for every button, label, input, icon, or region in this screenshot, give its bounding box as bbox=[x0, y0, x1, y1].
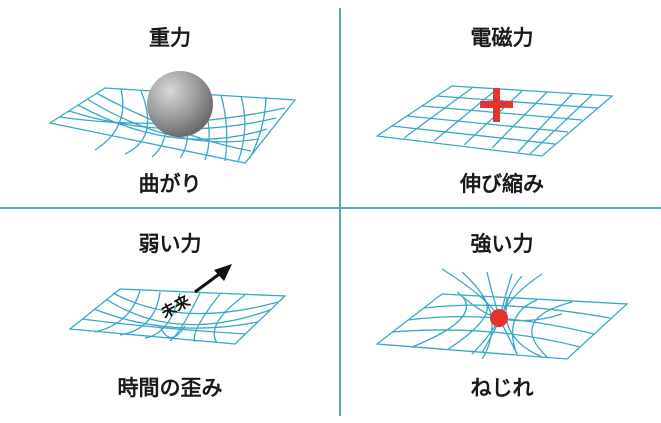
caption-weak-force: 時間の歪み bbox=[117, 376, 223, 400]
panel-electromagnetism: 電磁力 伸び縮み bbox=[342, 8, 661, 208]
caption-gravity: 曲がり bbox=[138, 172, 202, 196]
funnel-grid bbox=[68, 288, 287, 345]
panel-gravity: 重力 曲がり bbox=[10, 8, 330, 208]
particle-dot bbox=[490, 309, 508, 327]
caption-strong-force: ねじれ bbox=[470, 376, 534, 400]
mass-sphere bbox=[147, 71, 213, 137]
vertical-divider bbox=[339, 8, 341, 416]
gravity-illustration bbox=[48, 71, 297, 164]
strong-force-illustration bbox=[375, 268, 629, 360]
panel-strong-force: 強い力 ねじれ bbox=[342, 214, 661, 414]
caption-electromagnetism: 伸び縮み bbox=[460, 172, 544, 196]
horizontal-divider bbox=[0, 207, 661, 209]
title-gravity: 重力 bbox=[149, 26, 191, 50]
title-strong-force: 強い力 bbox=[470, 232, 534, 256]
weak-force-illustration: 未来 bbox=[68, 264, 287, 345]
future-arrow bbox=[194, 264, 232, 294]
electromagnetism-illustration bbox=[375, 85, 614, 157]
title-electromagnetism: 電磁力 bbox=[470, 26, 534, 50]
warped-grid bbox=[48, 87, 297, 164]
panel-weak-force: 未来 弱い力 時間の歪み bbox=[10, 214, 330, 414]
title-weak-force: 弱い力 bbox=[138, 232, 202, 256]
stretched-grid bbox=[375, 85, 614, 157]
arrow-label: 未来 bbox=[157, 291, 194, 322]
plus-symbol bbox=[480, 88, 513, 122]
